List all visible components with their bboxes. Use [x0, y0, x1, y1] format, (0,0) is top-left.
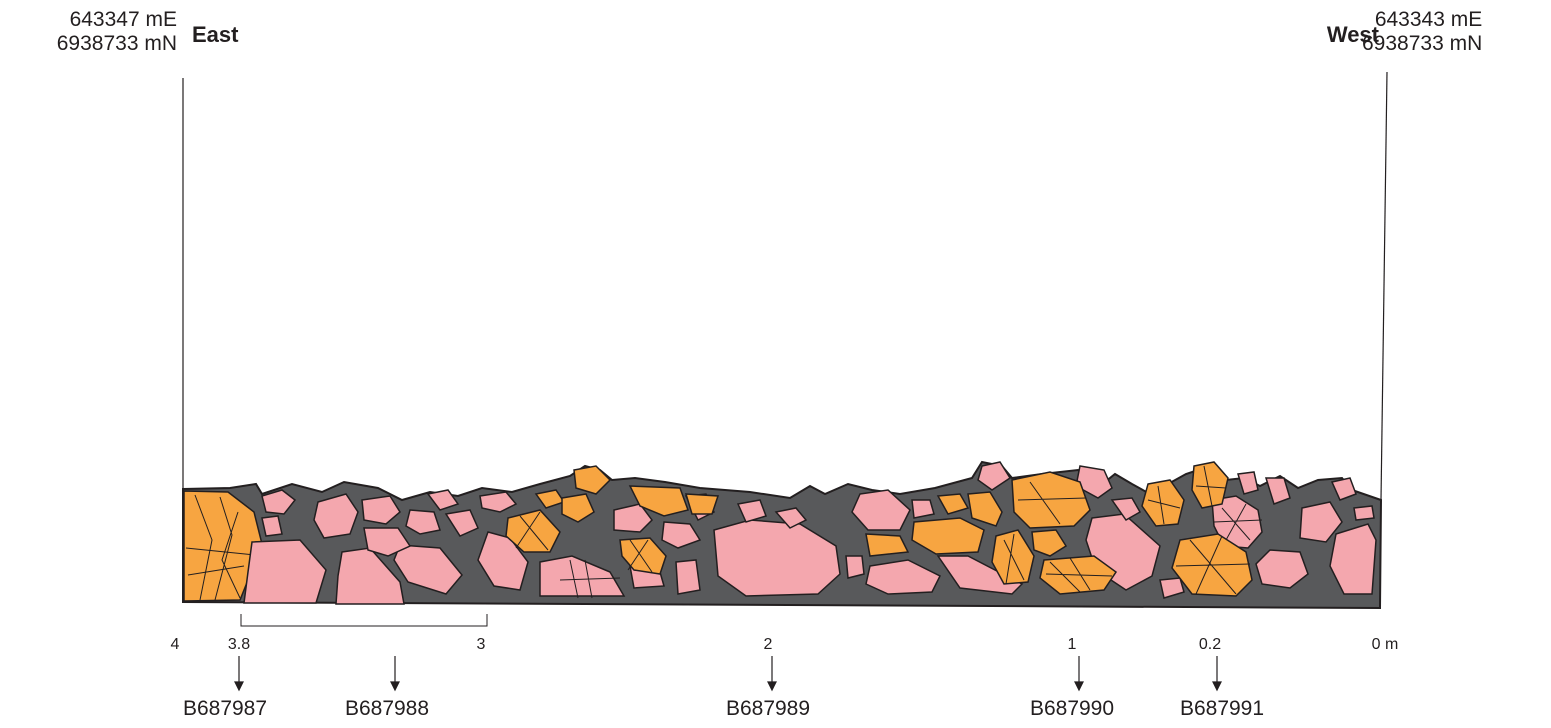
scale-bracket: [240, 614, 488, 627]
vein: [185, 494, 256, 601]
clast-pink: [936, 555, 1024, 595]
clast-pink: [613, 503, 653, 533]
clast-pink: [851, 489, 911, 531]
clast-orange: [1011, 471, 1091, 529]
arrow-head: [1212, 681, 1222, 692]
clast-pink: [539, 555, 626, 597]
scale-tick-label: 4: [170, 636, 180, 653]
clast-pink: [1353, 505, 1375, 521]
clast-pink: [845, 555, 865, 579]
clast-pink: [405, 509, 441, 535]
clast-pink: [911, 499, 935, 519]
arrow-head: [767, 681, 777, 692]
east-easting: 643347 mE: [69, 8, 177, 31]
clast-orange: [1191, 461, 1229, 509]
west-boundary-line: [1380, 71, 1388, 501]
clast-pink: [1211, 495, 1263, 549]
clast-orange: [561, 493, 595, 523]
scale-tick-label: 3.8: [227, 636, 251, 653]
west-label: West: [1326, 22, 1379, 47]
west-northing: 6938733 mN: [1362, 32, 1483, 55]
clast-pink: [1329, 523, 1377, 595]
sample-arrows: [234, 656, 1222, 692]
clast-pink: [865, 559, 942, 595]
clast-pink: [713, 519, 841, 597]
sample-label: B687989: [725, 697, 811, 720]
sample-label: B687988: [344, 697, 430, 720]
clast-pink: [361, 495, 401, 525]
east-northing: 6938733 mN: [56, 32, 177, 55]
sample-label: B687987: [182, 697, 268, 720]
clast-orange: [1031, 529, 1068, 557]
clast-pink: [736, 499, 767, 523]
clast-pink: [363, 527, 412, 557]
clast-pink: [1264, 477, 1291, 505]
clast-orange: [1141, 479, 1185, 527]
clast-orange: [967, 491, 1003, 527]
scale-tick-label: 0 m: [1371, 636, 1399, 653]
clast-pink: [261, 489, 297, 515]
clast-orange: [936, 493, 970, 515]
clast-pink: [1237, 471, 1259, 495]
clast-pink: [243, 539, 327, 604]
west-easting: 643343 mE: [1374, 8, 1483, 31]
clast-pink: [444, 509, 479, 537]
clast-pink: [479, 491, 518, 513]
clast-pink: [1255, 549, 1309, 589]
east-label: East: [192, 22, 239, 47]
clast-pink: [393, 544, 463, 595]
clast-pink: [261, 515, 283, 537]
clast-orange: [911, 517, 985, 555]
vein: [515, 465, 1251, 595]
clast-pink: [426, 489, 460, 511]
arrow-head: [1074, 681, 1084, 692]
clast-pink: [1299, 501, 1343, 543]
sample-label: B687990: [1029, 697, 1115, 720]
clast-pink: [313, 493, 359, 539]
clast-pink: [774, 507, 808, 529]
arrow-head: [390, 681, 400, 692]
clast-pink: [675, 559, 701, 595]
clast-orange: [865, 533, 910, 557]
clast-orange: [628, 485, 689, 517]
clast-pink: [1110, 497, 1142, 521]
sample-label: B687991: [1179, 697, 1265, 720]
clast-pink: [977, 461, 1012, 491]
scale-tick-label: 2: [763, 636, 773, 653]
clast-orange: [573, 465, 612, 495]
clast-orange: [684, 493, 720, 515]
scale-tick-label: 1: [1067, 636, 1077, 653]
east-coordinates: 643347 mE 6938733 mN: [57, 8, 177, 56]
arrow-head: [234, 681, 244, 692]
clast-pink: [1159, 577, 1185, 599]
scale-tick-label: 0.2: [1198, 636, 1222, 653]
west-coordinates: 643343 mE 6938733 mN: [1362, 8, 1482, 56]
scale-tick-label: 3: [476, 636, 486, 653]
clast-pink: [1330, 477, 1357, 501]
vein: [559, 503, 1263, 599]
clast-pink: [661, 521, 702, 549]
